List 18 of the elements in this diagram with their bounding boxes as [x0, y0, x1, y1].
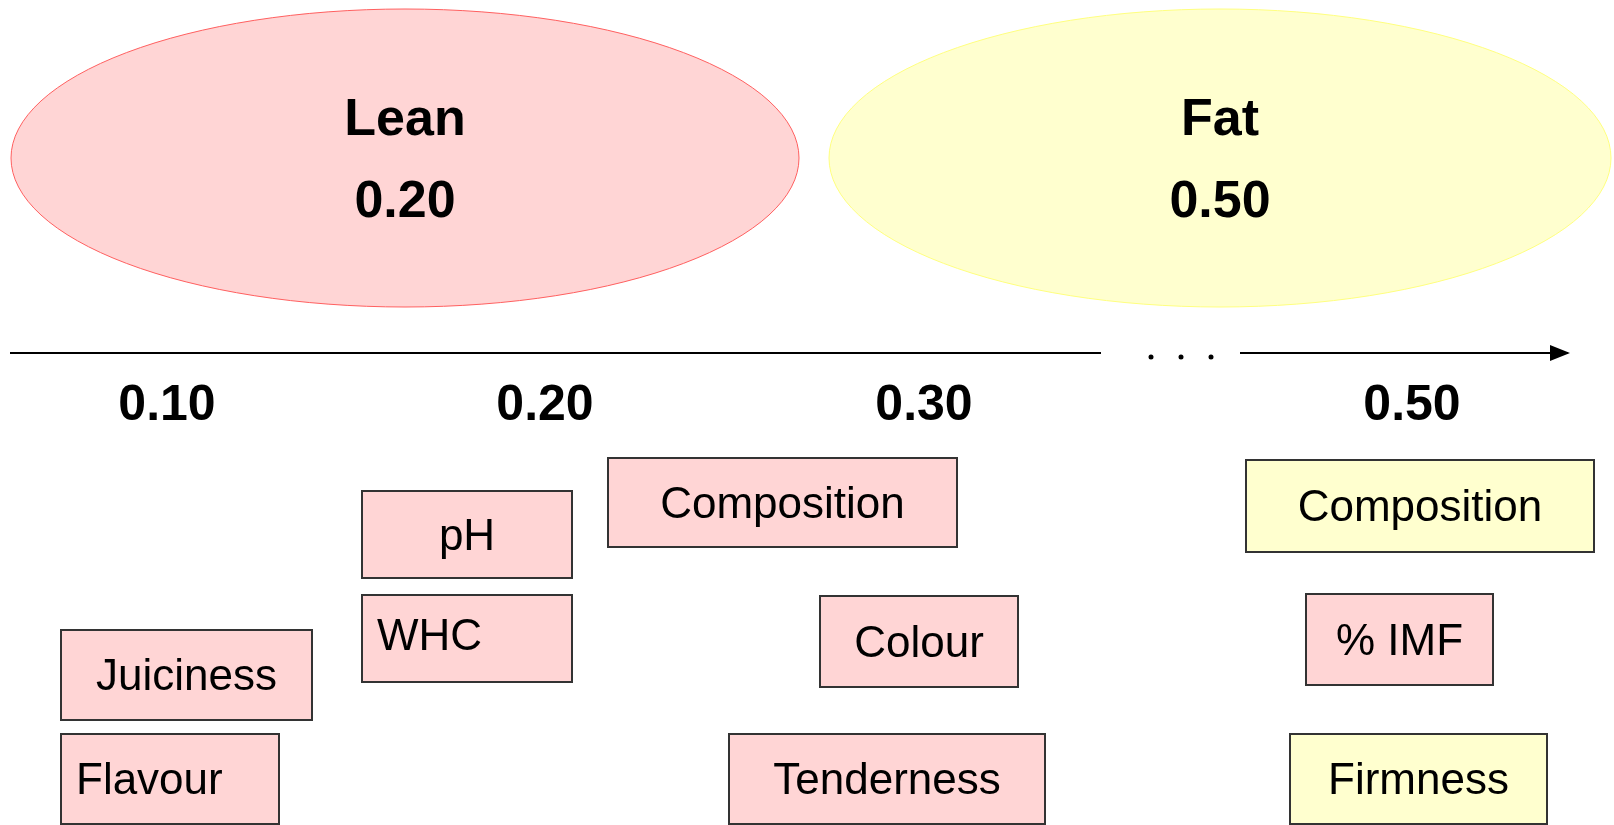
- tick-label: 0.30: [875, 374, 973, 432]
- attribute-box: Composition: [1245, 459, 1595, 553]
- attribute-box: Juiciness: [60, 629, 313, 721]
- attribute-box: WHC: [361, 594, 573, 683]
- attribute-box: % IMF: [1305, 593, 1494, 686]
- group-heading: Lean: [344, 87, 466, 148]
- tick-label: 0.50: [1363, 374, 1461, 432]
- group-heading: Fat: [1181, 87, 1259, 148]
- attribute-box: Composition: [607, 457, 958, 548]
- attribute-box: Colour: [819, 595, 1019, 688]
- attribute-box: Flavour: [60, 733, 280, 825]
- attribute-box: Firmness: [1289, 733, 1548, 825]
- group-value: 0.20: [354, 169, 456, 230]
- attribute-box: Tenderness: [728, 733, 1046, 825]
- attribute-box: pH: [361, 490, 573, 579]
- tick-label: 0.20: [496, 374, 594, 432]
- group-value: 0.50: [1169, 169, 1271, 230]
- tick-label: 0.10: [118, 374, 216, 432]
